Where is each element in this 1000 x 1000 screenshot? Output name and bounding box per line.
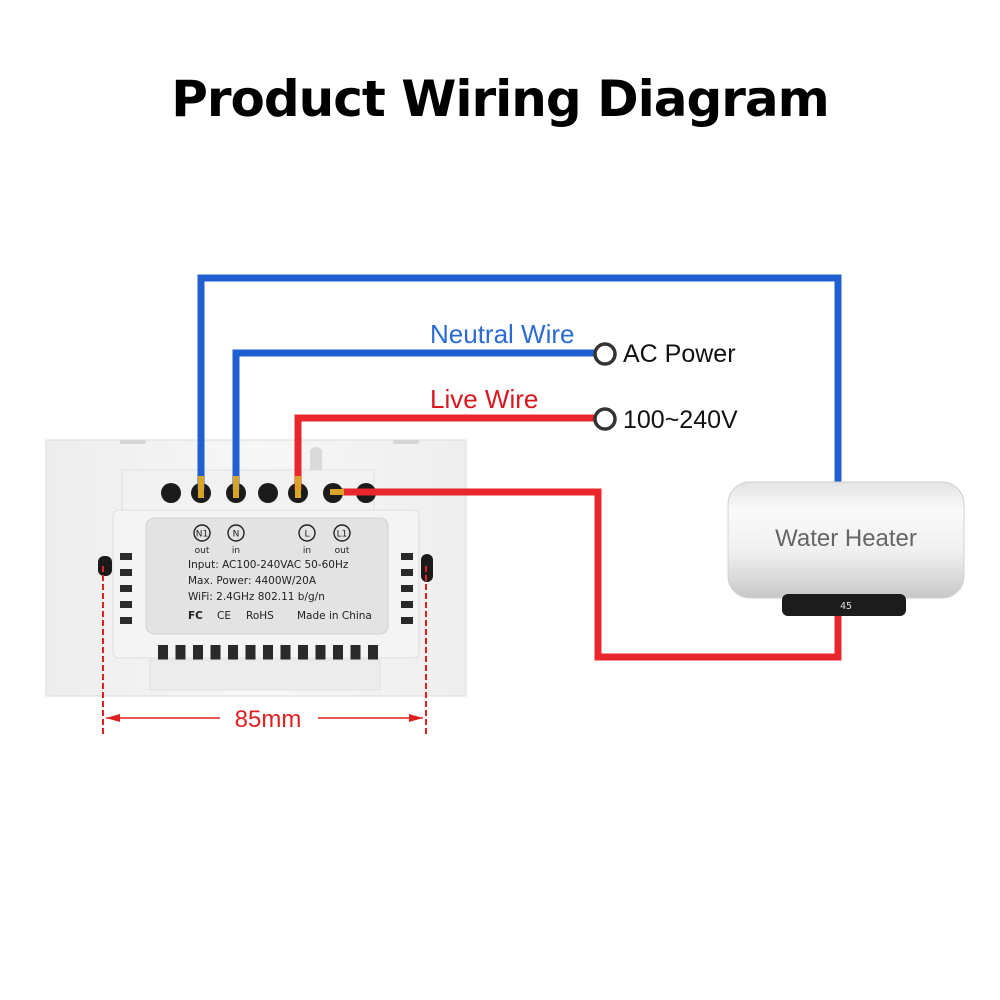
dimension-85mm: 85mm (102, 566, 427, 735)
terminal-id: N (233, 530, 240, 540)
vent-slot (368, 645, 378, 667)
spec-label-panel (145, 517, 389, 635)
ac-terminal-live (593, 407, 617, 431)
switch-lower-housing (149, 659, 381, 691)
live-wires (294, 414, 842, 661)
neutral-wires (197, 274, 842, 490)
neutral-wire-supply (232, 349, 598, 490)
heater-control-panel (782, 594, 906, 616)
vent-slots (158, 645, 378, 667)
clip-slot (393, 440, 419, 444)
vent-slot (401, 617, 413, 624)
clip-slot (120, 440, 146, 444)
vent-slot (175, 645, 186, 667)
spec-wifi: WiFi: 2.4GHz 802.11 b/g/n (188, 591, 325, 603)
cert-ce: CE (217, 610, 231, 622)
vent-slot (401, 585, 413, 592)
vent-slot (120, 569, 132, 576)
copper-end (295, 476, 301, 498)
vent-slot (401, 601, 413, 608)
terminal-markings: N1 out N in L in L1 out (193, 524, 351, 556)
spec-input: Input: AC100-240VAC 50-60Hz (188, 559, 349, 571)
vent-slot (245, 645, 256, 667)
terminal-direction: in (303, 546, 311, 556)
vent-slot (401, 569, 413, 576)
vent-slot (120, 553, 132, 560)
live-wire-load (342, 488, 842, 661)
side-vents (120, 553, 413, 624)
terminal-direction: in (232, 546, 240, 556)
neutral-wire-load (197, 274, 842, 490)
terminal-tab (310, 447, 322, 470)
ac-power-label: AC Power (623, 340, 736, 368)
terminal-direction: out (195, 546, 210, 556)
vent-slot (158, 645, 168, 667)
copper-end (233, 476, 239, 498)
terminal-id: L1 (337, 530, 348, 540)
smart-switch-back (45, 439, 467, 697)
vent-slot (120, 585, 132, 592)
vent-slot (263, 645, 273, 667)
copper-end (198, 476, 204, 498)
cert-fc: FC (188, 610, 203, 622)
neutral-wire-label: Neutral Wire (430, 319, 574, 349)
ac-terminal-neutral (593, 342, 617, 366)
copper-end (330, 489, 344, 495)
vent-slot (228, 645, 238, 667)
water-heater: Water Heater 45 (727, 481, 965, 616)
terminal-hole (258, 483, 278, 503)
terminal-id: N1 (196, 530, 208, 540)
vent-slot (333, 645, 343, 667)
vent-slot (280, 645, 291, 667)
terminal-id: L (304, 530, 309, 540)
mounting-hole-left (98, 556, 112, 576)
vent-slot (120, 617, 132, 624)
spec-max-power: Max. Power: 4400W/20A (188, 575, 317, 587)
voltage-label: 100~240V (623, 406, 738, 434)
cert-rohs: RoHS (246, 610, 274, 622)
live-wire-supply (294, 414, 598, 490)
vent-slot (193, 645, 203, 667)
vent-slot (401, 553, 413, 560)
terminal-hole (161, 483, 181, 503)
heater-label: Water Heater (775, 525, 917, 552)
origin-label: Made in China (297, 610, 372, 622)
page-title: Product Wiring Diagram (171, 70, 830, 128)
vent-slot (350, 645, 361, 667)
vent-slot (210, 645, 221, 667)
terminal-direction: out (335, 546, 350, 556)
dimension-label: 85mm (235, 706, 302, 733)
vent-slot (120, 601, 132, 608)
heater-display: 45 (840, 601, 852, 612)
vent-slot (298, 645, 308, 667)
vent-slot (315, 645, 326, 667)
live-wire-label: Live Wire (430, 384, 538, 414)
